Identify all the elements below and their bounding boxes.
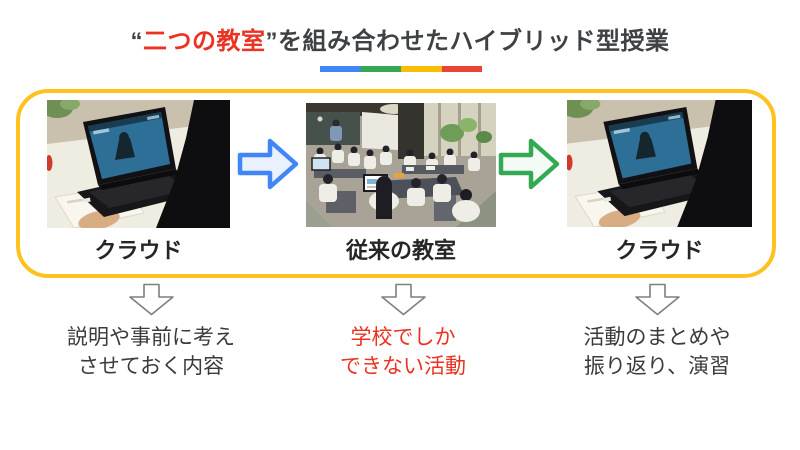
underline-segment-green — [360, 66, 401, 72]
note-line: できない活動 — [340, 355, 466, 378]
right-arrow-blue-icon — [237, 138, 299, 190]
underline-segment-red — [441, 66, 482, 72]
cloud-laptop-photo-left — [47, 100, 230, 228]
cloud-laptop-photo-right — [567, 100, 752, 227]
down-arrow-icon — [129, 283, 174, 316]
underline-segment-blue — [320, 66, 361, 72]
google-color-underline — [320, 66, 482, 72]
underline-segment-yellow — [401, 66, 442, 72]
step-label-cloud-before: クラウド — [94, 238, 183, 263]
note-line: させておく内容 — [77, 355, 225, 378]
note-cloud-before: 説明や事前に考え させておく内容 — [37, 323, 265, 381]
note-cloud-after: 活動のまとめや 振り返り、演習 — [545, 323, 769, 381]
down-arrow-icon — [635, 283, 680, 316]
note-line: 説明や事前に考え — [67, 326, 235, 349]
step-label-classroom: 従来の教室 — [345, 238, 456, 263]
title-rest: を組み合わせたハイブリッド型授業 — [277, 28, 670, 55]
right-arrow-green-icon — [498, 138, 560, 190]
slide-title: “二つの教室”を組み合わせたハイブリッド型授業 — [0, 21, 800, 56]
note-classroom: 学校でしか できない活動 — [293, 323, 513, 381]
down-arrow-icon — [381, 283, 426, 316]
note-line: 学校でしか — [350, 326, 456, 349]
classroom-photo — [306, 103, 496, 227]
title-highlight: 二つの教室 — [142, 28, 266, 55]
step-label-cloud-after: クラウド — [615, 238, 704, 263]
title-quote-open: “ — [130, 28, 143, 55]
title-quote-close: ” — [265, 28, 278, 55]
note-line: 活動のまとめや — [583, 326, 731, 349]
note-line: 振り返り、演習 — [583, 355, 731, 378]
